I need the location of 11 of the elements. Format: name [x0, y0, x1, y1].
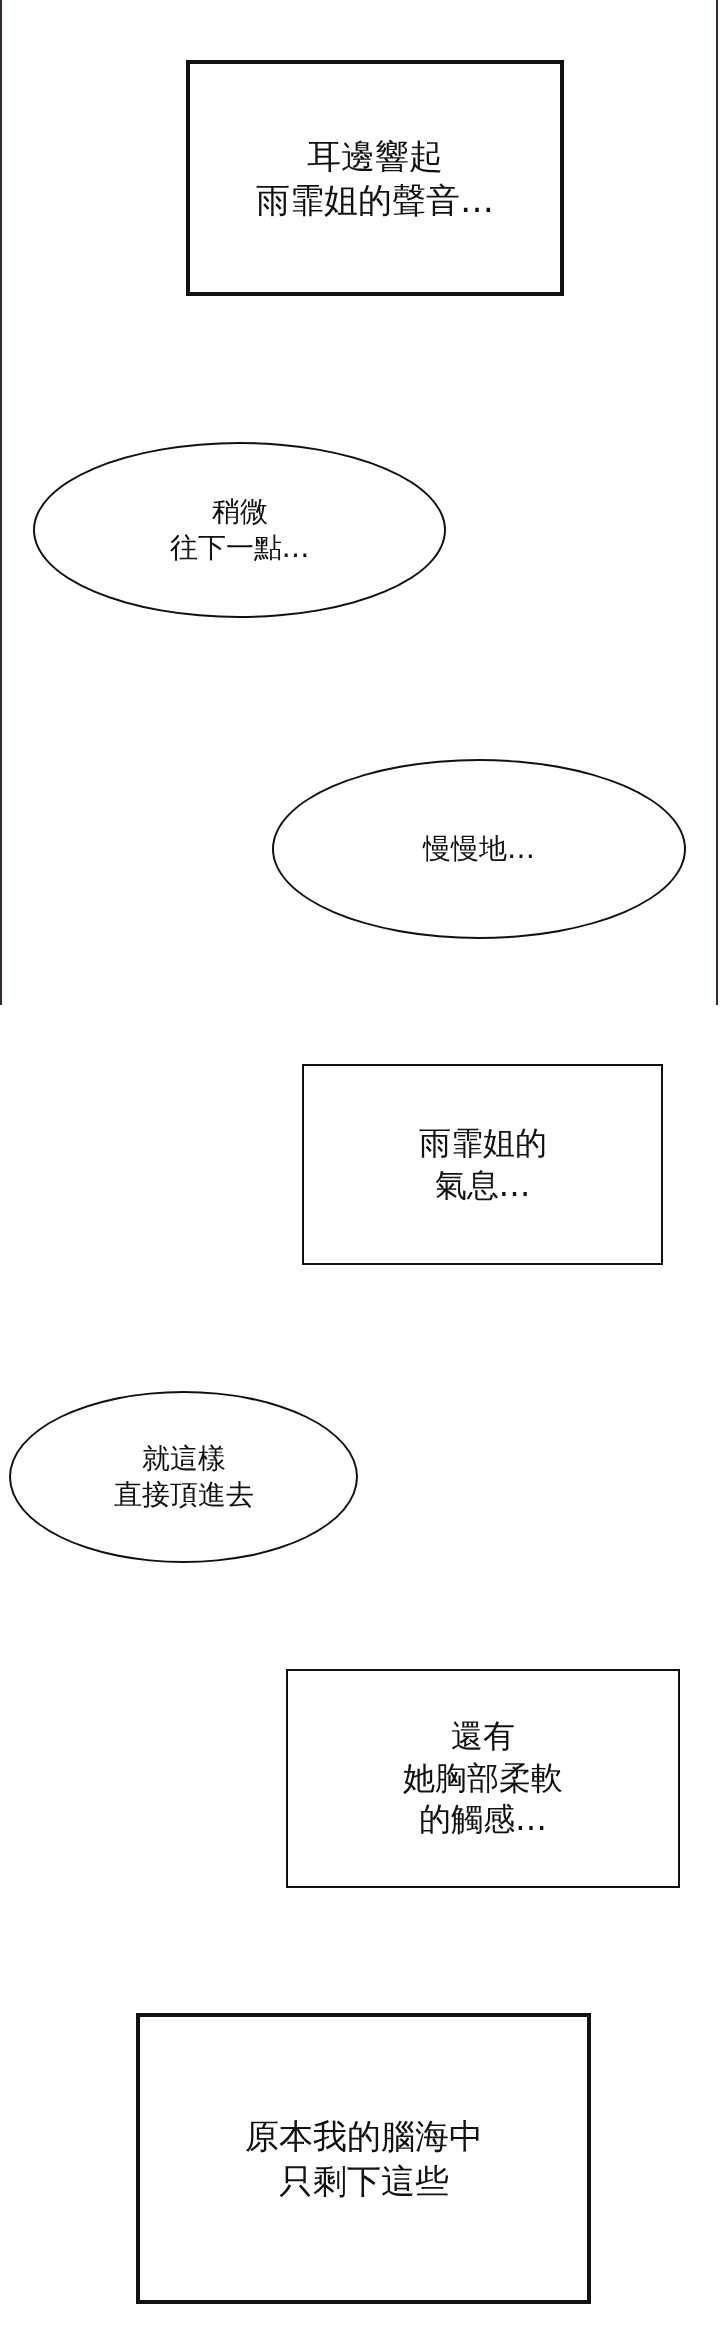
- caption-box: [136, 2013, 591, 2304]
- caption-text: 耳邊響起雨霏姐的聲音…: [256, 134, 494, 222]
- caption-box: [302, 1064, 663, 1265]
- caption-box: [186, 60, 564, 296]
- caption-text: 就這樣直接頂進去: [113, 1440, 254, 1513]
- caption-text: 還有她胸部柔軟的觸感…: [403, 1716, 563, 1841]
- caption-box: [286, 1669, 680, 1888]
- caption-text: 慢慢地…: [423, 830, 535, 867]
- caption-text: 雨霏姐的氣息…: [418, 1122, 547, 1206]
- caption-text: 原本我的腦海中只剩下這些: [244, 2115, 483, 2203]
- caption-text: 稍微往下一點…: [169, 493, 310, 566]
